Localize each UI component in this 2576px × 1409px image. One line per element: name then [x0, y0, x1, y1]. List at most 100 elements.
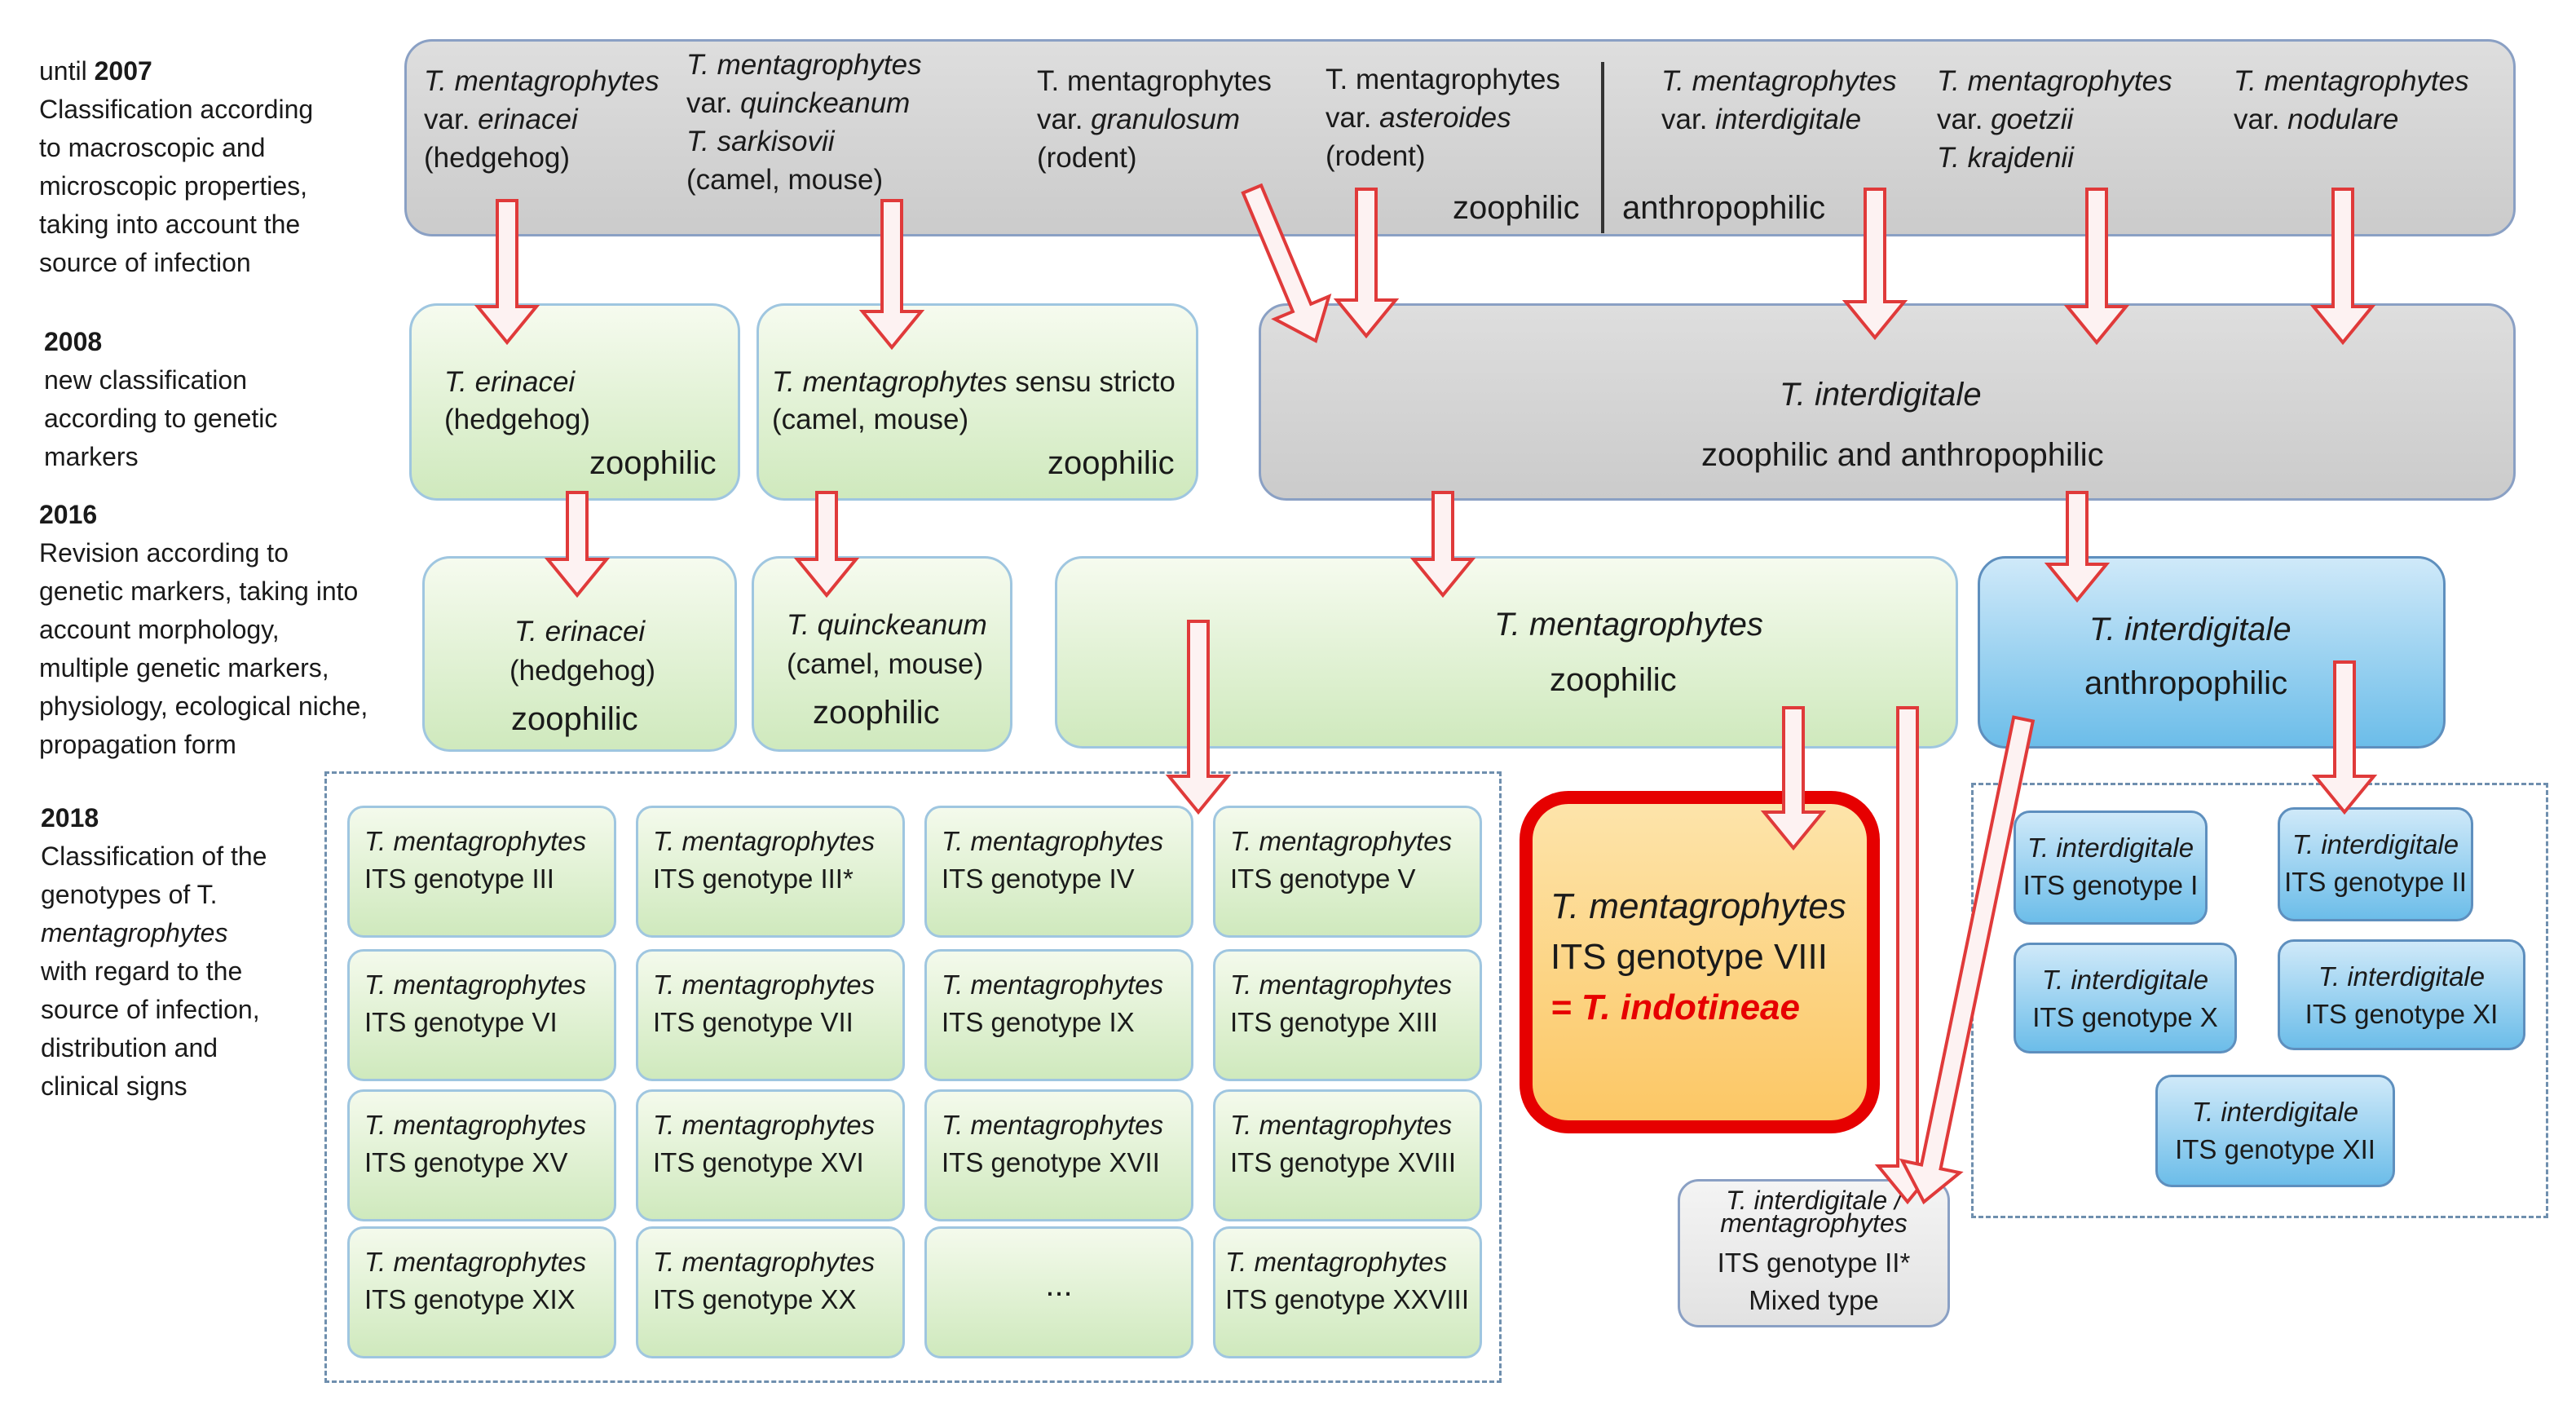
era-line: source of infection,: [41, 995, 260, 1024]
var-asteroides-label: T. mentagrophytes var. asteroides (roden…: [1325, 60, 1560, 175]
erinacei-2008-box: T. erinacei (hedgehog) zoophilic: [409, 303, 740, 501]
genotype-label: ITS genotype XXVIII: [1225, 1284, 1469, 1314]
era-year: 2018: [41, 803, 99, 833]
era-year: 2016: [39, 500, 98, 529]
down-arrow-icon: [2311, 660, 2378, 815]
down-arrow-icon: [1333, 188, 1400, 339]
genotype-label: ITS genotype XII: [2175, 1134, 2375, 1164]
species-name: T. mentagrophytes: [1225, 1247, 1448, 1277]
species-name: mentagrophytes: [1720, 1208, 1908, 1238]
var-granulosum-label: T. mentagrophytes var. granulosum (roden…: [1037, 62, 1272, 177]
var-quinckeanum-label: T. mentagrophytes var. quinckeanum T. sa…: [686, 46, 922, 199]
down-arrow-icon: [1760, 706, 1827, 851]
indotineae-alias: = T. indotineae: [1550, 987, 1801, 1027]
var-prefix: var.: [1037, 104, 1092, 135]
era-2008-text: 2008 new classification according to gen…: [44, 323, 277, 476]
genotype-label: ITS genotype VII: [653, 1007, 854, 1037]
species-name: T. mentagrophytes: [653, 1110, 876, 1140]
host-label: (camel, mouse): [772, 404, 969, 435]
era-line: distribution and: [41, 1033, 218, 1062]
species-name: T. mentagrophytes: [2234, 65, 2469, 97]
down-arrow-icon: [544, 491, 611, 598]
species-name: T. krajdenii: [1937, 142, 2074, 174]
species-name: T. mentagrophytes: [1937, 65, 2172, 97]
genotype-label: ITS genotype XIII: [1230, 1007, 1438, 1037]
genotype-label: ITS genotype XI: [2305, 999, 2499, 1029]
down-arrow-icon: [858, 199, 925, 351]
species-name: T. mentagrophytes: [1230, 826, 1453, 856]
genotype-label: ITS genotype XX: [653, 1284, 857, 1314]
var-prefix: var.: [1937, 104, 1992, 135]
species-name: T. mentagrophytes: [1494, 607, 1763, 643]
species-name: T. interdigitale: [2027, 833, 2194, 863]
zoophilic-label: zoophilic: [1453, 190, 1580, 226]
species-name: T. interdigitale: [2318, 961, 2486, 992]
genotype-label: ITS genotype II: [2284, 867, 2467, 897]
era-line: mentagrophytes: [41, 918, 228, 947]
species-name: T. mentagrophytes: [1550, 886, 1846, 926]
down-arrow-icon: [793, 491, 860, 598]
ecology-label: zoophilic: [1048, 445, 1175, 481]
var-nodulare-label: T. mentagrophytes var. nodulare: [2234, 62, 2469, 139]
species-name: T. mentagrophytes: [942, 1110, 1164, 1140]
ecology-label: anthropophilic: [2084, 665, 2288, 701]
host-label: (hedgehog): [444, 404, 591, 435]
species-name: T. interdigitale: [2041, 965, 2209, 995]
var-prefix: var.: [686, 87, 741, 119]
species-name: T. mentagrophytes: [424, 65, 659, 97]
species-name: T. mentagrophytes: [364, 826, 587, 856]
down-arrow-icon: [1165, 620, 1232, 815]
species-name: T. mentagrophytes: [653, 970, 876, 1000]
era-line: account morphology,: [39, 615, 280, 644]
species-name: T. interdigitale: [2191, 1097, 2359, 1127]
era-line: Classification according: [39, 95, 314, 124]
era-line: taking into account the: [39, 210, 301, 239]
mentagrophytes-2008-box: T. mentagrophytes sensu stricto (camel, …: [756, 303, 1198, 501]
genotype-label: ITS genotype XVII: [942, 1147, 1160, 1177]
genotype-label: ITS genotype IX: [942, 1007, 1135, 1037]
ecology-label: zoophilic and anthropophilic: [1701, 437, 2104, 473]
interdigitale-2016-box: T. interdigitale anthropophilic: [1978, 556, 2446, 749]
era-2018-text: 2018 Classification of the genotypes of …: [41, 799, 267, 1106]
mixed-type-box: T. interdigitale / mentagrophytes ITS ge…: [1678, 1179, 1950, 1327]
species-name: T. mentagrophytes: [364, 970, 587, 1000]
var-name: quinckeanum: [740, 87, 911, 119]
var-name: asteroides: [1379, 102, 1511, 134]
era-line: microscopic properties,: [39, 171, 307, 201]
var-interdigitale-label: T. mentagrophytes var. interdigitale: [1661, 62, 1897, 139]
down-arrow-icon: [1409, 491, 1476, 598]
era-year: 2007: [94, 56, 152, 86]
genotype-label: ITS genotype XV: [364, 1147, 568, 1177]
genotype-label: ITS genotype X: [2032, 1002, 2218, 1032]
era-line: source of infection: [39, 248, 251, 277]
host-label: (hedgehog): [424, 142, 571, 174]
genotype-label: ITS genotype XVI: [653, 1147, 864, 1177]
species-name: T. interdigitale: [2089, 612, 2291, 647]
var-name: erinacei: [478, 104, 578, 135]
era-line: new classification: [44, 365, 247, 395]
host-label: (camel, mouse): [686, 164, 884, 196]
species-name: T. erinacei: [444, 366, 576, 398]
species-name: T. mentagrophytes: [1230, 970, 1453, 1000]
era-line: genetic markers, taking into: [39, 576, 359, 606]
mixed-type-label: Mixed type: [1749, 1285, 1879, 1315]
var-name: goetzii: [1991, 104, 2074, 135]
species-name: T. sarkisovii: [686, 126, 835, 157]
species-name: T. mentagrophytes: [364, 1247, 587, 1277]
var-name: nodulare: [2287, 104, 2399, 135]
var-prefix: var.: [424, 104, 479, 135]
anthropophilic-label: anthropophilic: [1622, 190, 1826, 226]
